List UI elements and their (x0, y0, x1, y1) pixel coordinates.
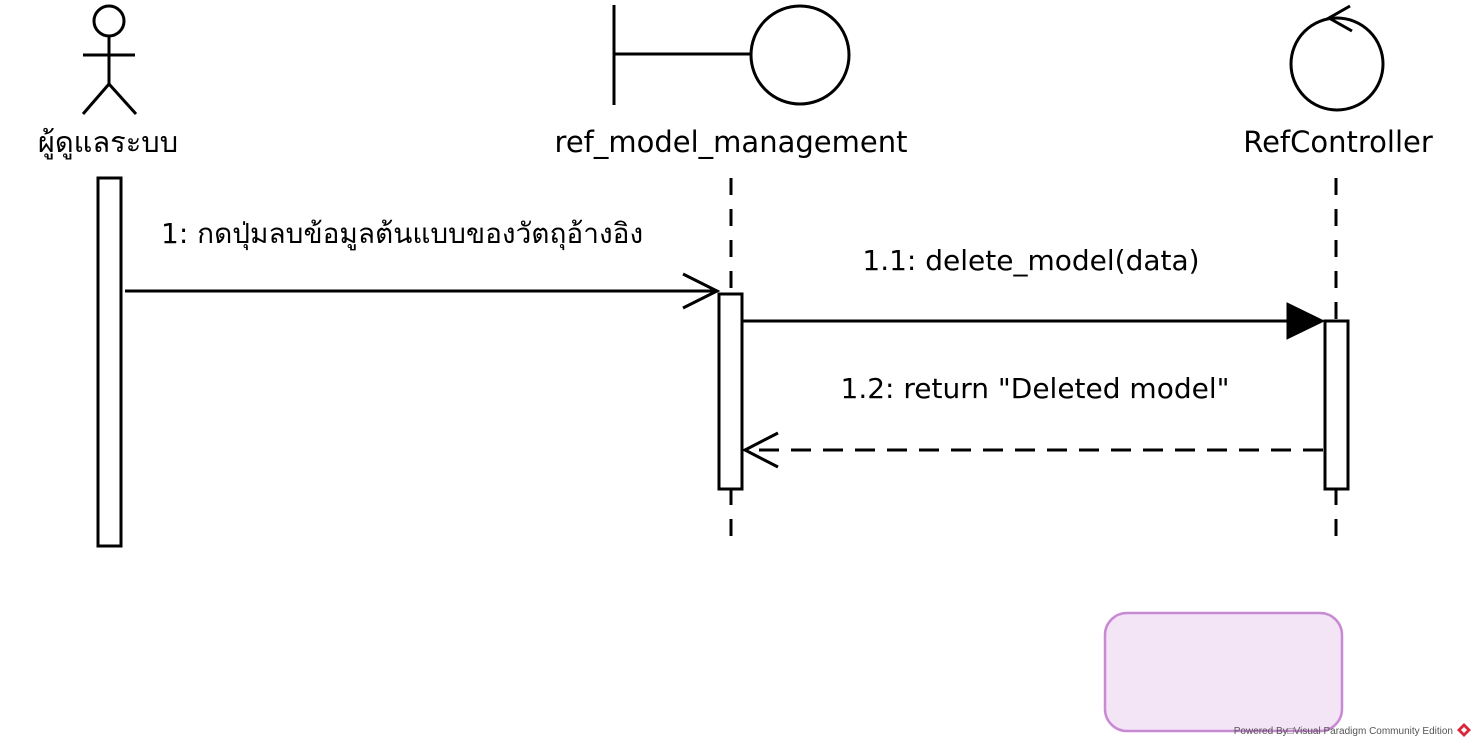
participant-label-boundary: ref_model_management (555, 125, 908, 159)
message-1-2-label: 1.2: return "Deleted model" (841, 372, 1230, 405)
message-1-arrow (125, 272, 721, 310)
activation-bar-actor (96, 176, 123, 548)
message-1-1-arrow (743, 302, 1326, 340)
participant-label-control: RefController (1243, 125, 1433, 159)
message-1-1-label: 1.1: delete_model(data) (862, 244, 1199, 277)
activation-bar-control (1323, 319, 1350, 491)
boundary-icon (612, 4, 851, 106)
control-icon (1289, 4, 1385, 112)
message-1-2-arrow (741, 431, 1323, 469)
note-box (1103, 611, 1344, 733)
powered-by-footer: Powered By□Visual Paradigm Community Edi… (1234, 726, 1453, 737)
visual-paradigm-logo-icon (1457, 723, 1471, 737)
activation-bar-boundary (717, 292, 744, 491)
actor-icon (81, 4, 138, 116)
participant-label-actor: ผู้ดูแลระบบ (38, 125, 178, 160)
message-1-label: 1: กดปุ่มลบข้อมูลต้นแบบของวัตถุอ้างอิง (161, 217, 643, 251)
